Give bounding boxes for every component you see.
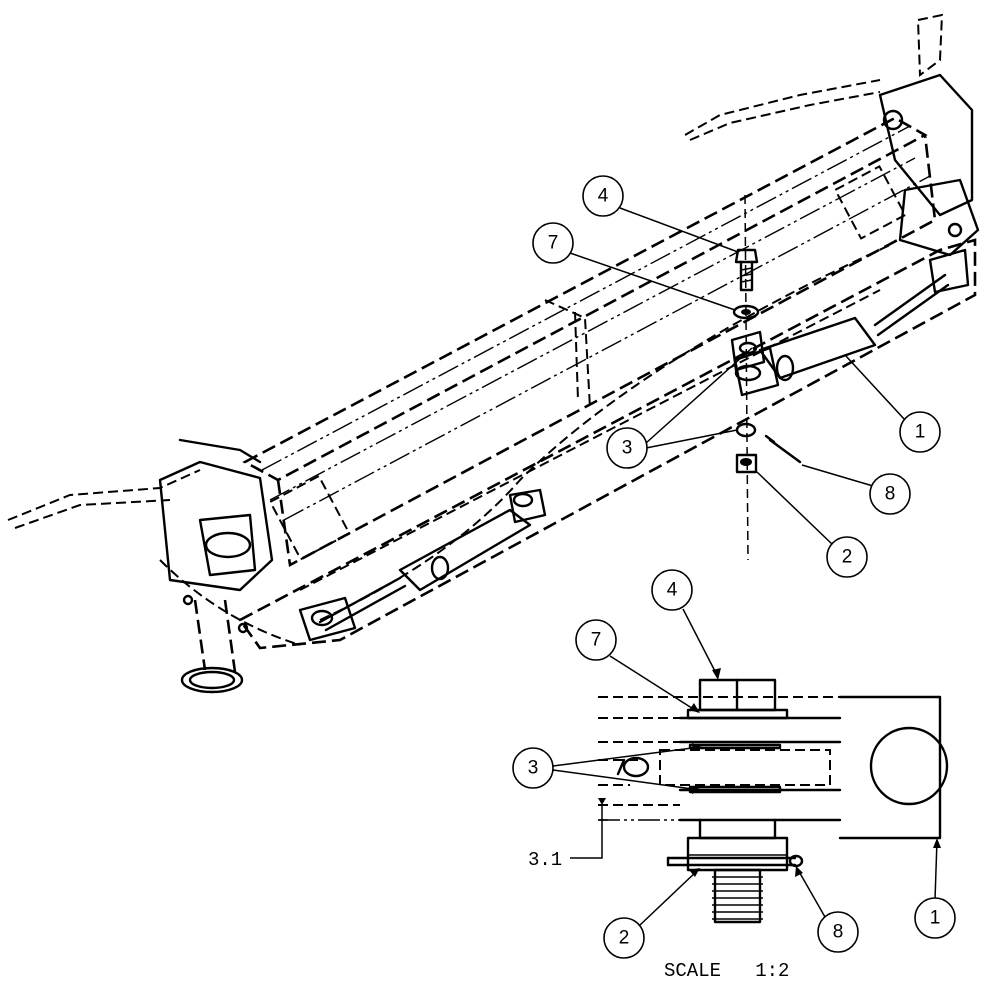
callout-1-detail: 1 <box>914 838 956 939</box>
svg-text:3: 3 <box>528 758 539 779</box>
left-end-housing <box>7 438 274 694</box>
svg-text:2: 2 <box>842 547 853 568</box>
svg-text:8: 8 <box>885 484 896 505</box>
dimension-3-1: 3.1 <box>528 798 608 871</box>
callout-7-detail: 7 <box>575 619 700 713</box>
callout-2-main: 2 <box>756 471 868 578</box>
callout-3-main: 3 <box>606 347 753 469</box>
steering-cylinder-left <box>298 488 547 642</box>
right-end-housing <box>684 13 980 257</box>
callout-4-main: 4 <box>582 175 739 253</box>
callout-8-detail: 8 <box>795 866 859 953</box>
detail-view: 3.1 <box>528 678 949 924</box>
main-beam-phantom <box>242 116 937 568</box>
callout-3-detail: 3 <box>512 743 702 794</box>
svg-text:2: 2 <box>619 928 630 949</box>
callout-2-detail: 2 <box>603 868 700 959</box>
callout-1-main: 1 <box>844 354 941 453</box>
svg-text:7: 7 <box>591 630 602 651</box>
callout-8-main: 8 <box>801 464 911 515</box>
exploded-hardware-stack <box>730 194 802 561</box>
lower-member <box>159 238 977 650</box>
callout-4-detail: 4 <box>651 569 721 680</box>
svg-text:7: 7 <box>548 233 559 254</box>
axle-beam-assembly <box>7 13 980 694</box>
svg-text:4: 4 <box>667 580 678 601</box>
steering-cylinder-right <box>733 248 970 397</box>
dimension-label: 3.1 <box>528 849 562 871</box>
callout-7-main: 7 <box>532 222 736 311</box>
svg-text:8: 8 <box>833 922 844 943</box>
svg-text:1: 1 <box>915 422 926 443</box>
svg-text:4: 4 <box>598 186 609 207</box>
scale-label: SCALE 1:2 <box>664 960 789 982</box>
svg-text:1: 1 <box>930 908 941 929</box>
svg-text:3: 3 <box>622 438 633 459</box>
